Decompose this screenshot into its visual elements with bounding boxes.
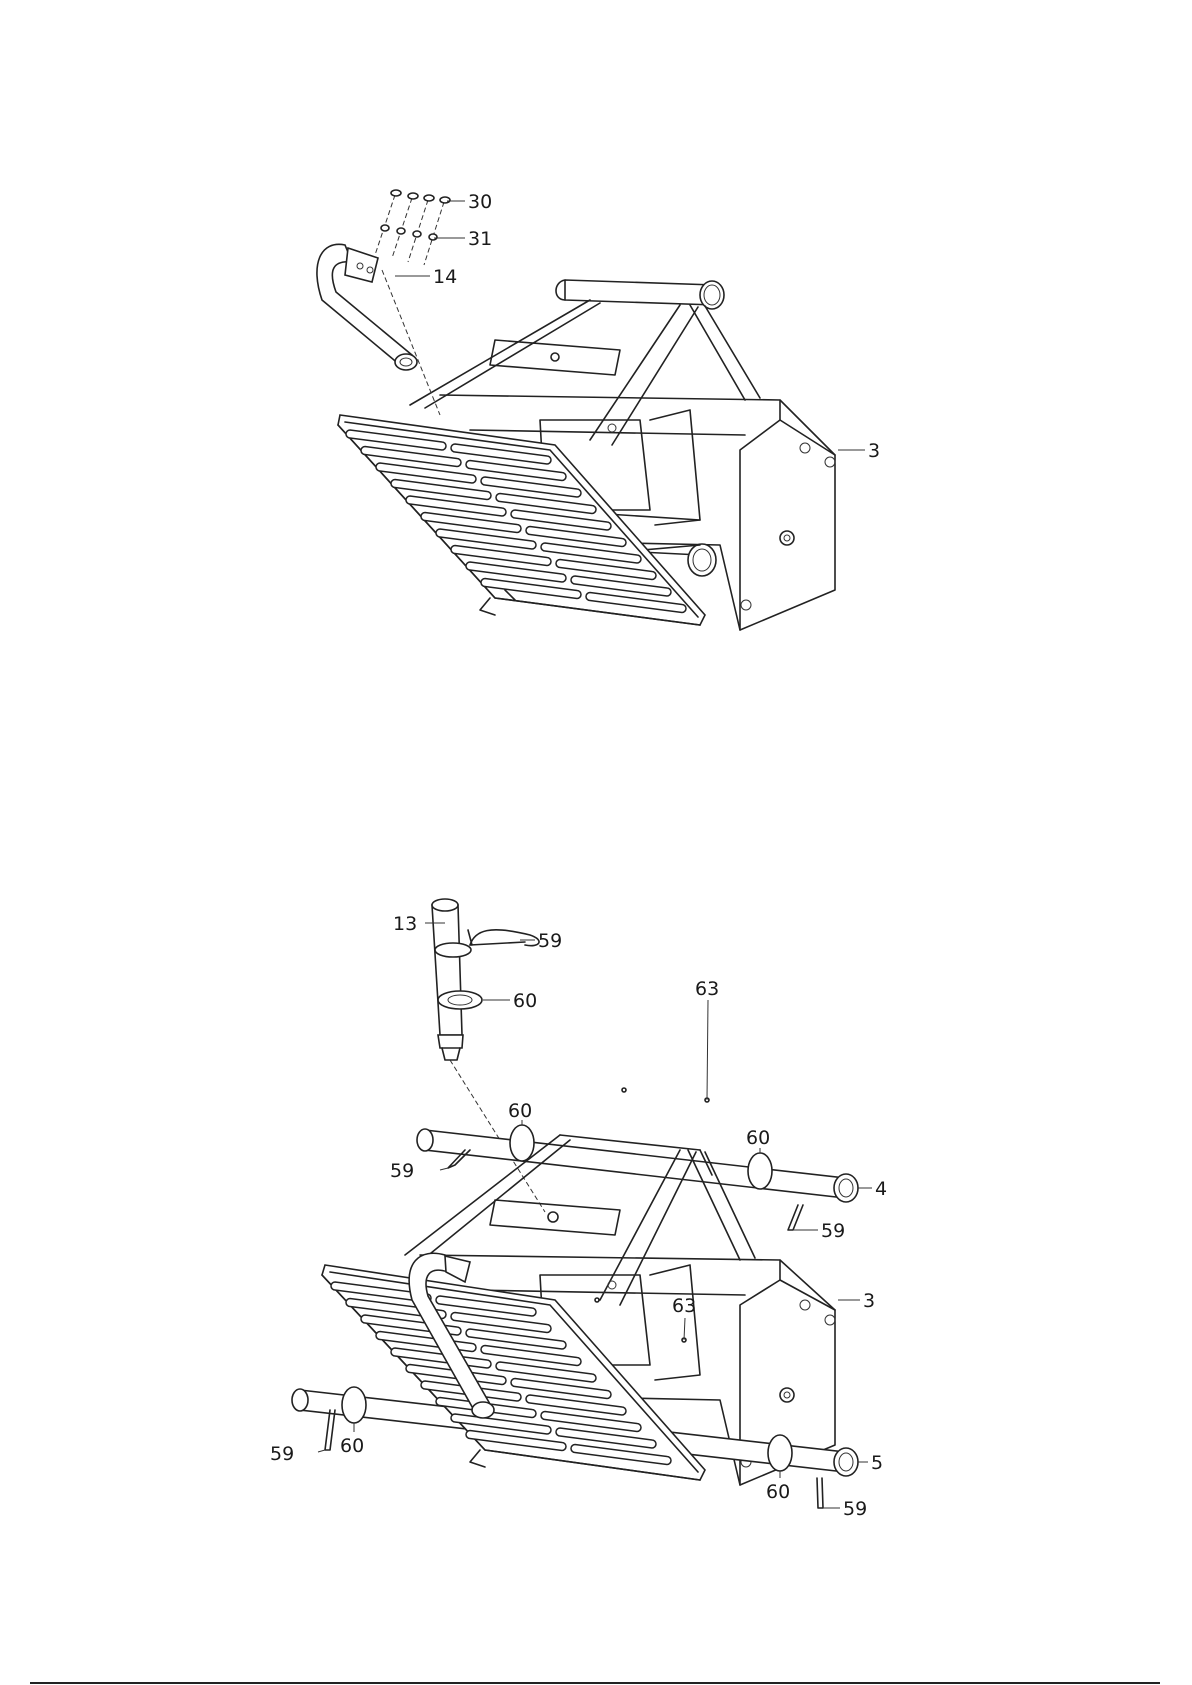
diagram-1-handle-part-14 bbox=[317, 244, 417, 370]
callout-4: 4 bbox=[875, 1178, 887, 1200]
diagram-1-leader-lines bbox=[395, 201, 865, 450]
diagram-2-rear-axle-part-4 bbox=[417, 1125, 858, 1202]
diagram-1-bolts-washers bbox=[375, 190, 450, 415]
diagram-1-foot-platform bbox=[338, 415, 705, 625]
diagram-2-pedal-axle-assembly bbox=[292, 899, 872, 1508]
callout-60-pin: 60 bbox=[513, 990, 537, 1012]
footer-rule bbox=[30, 1682, 1160, 1684]
callout-59-rear-right: 59 bbox=[821, 1220, 845, 1242]
callout-59-front-right: 59 bbox=[843, 1498, 867, 1520]
callout-5: 5 bbox=[871, 1452, 883, 1474]
callout-59-rear-left: 59 bbox=[390, 1160, 414, 1182]
diagram-1-foot-platform-handle bbox=[317, 190, 865, 630]
callout-59-front-left: 59 bbox=[270, 1443, 294, 1465]
callout-30: 30 bbox=[468, 191, 492, 213]
callout-3-top: 3 bbox=[868, 440, 880, 462]
callout-14: 14 bbox=[433, 266, 457, 288]
callout-3-bottom: 3 bbox=[863, 1290, 875, 1312]
callout-63-bottom: 63 bbox=[672, 1295, 696, 1317]
callout-31: 31 bbox=[468, 228, 492, 250]
callout-60-front-right: 60 bbox=[766, 1481, 790, 1503]
callout-59-top: 59 bbox=[538, 930, 562, 952]
callout-63-top: 63 bbox=[695, 978, 719, 1000]
callout-13: 13 bbox=[393, 913, 417, 935]
callout-60-rear-right: 60 bbox=[746, 1127, 770, 1149]
callout-60-rear-left: 60 bbox=[508, 1100, 532, 1122]
diagram-2-cotter-pin-top bbox=[468, 930, 539, 946]
diagram-2-foot-platform bbox=[322, 1265, 705, 1480]
callout-60-front-left: 60 bbox=[340, 1435, 364, 1457]
